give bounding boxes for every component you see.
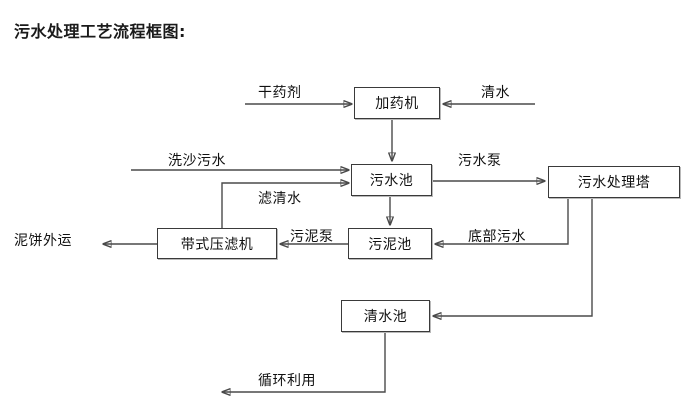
- edge-label-clean-water: 清水: [481, 85, 510, 101]
- node-label: 污水池: [369, 173, 414, 189]
- page-title: 污水处理工艺流程框图:: [14, 22, 186, 41]
- label-mud-cake-outbound: 泥饼外运: [14, 233, 72, 249]
- edge-label-sewage-pump: 污水泵: [458, 153, 502, 169]
- edge-label-dry-reagent: 干药剂: [258, 85, 302, 101]
- node-belt-filter-press[interactable]: 带式压滤机: [157, 228, 277, 259]
- node-label: 污泥池: [368, 236, 412, 253]
- node-label: 加药机: [375, 96, 419, 112]
- edge-tower-to-clearwater: [433, 198, 593, 316]
- node-dosing-machine[interactable]: 加药机: [354, 87, 440, 119]
- edge-label-sand-washing-sewage: 洗沙污水: [168, 153, 226, 169]
- node-sludge-pool[interactable]: 污泥池: [348, 228, 432, 259]
- node-sewage-treatment-tower[interactable]: 污水处理塔: [548, 166, 680, 198]
- node-label: 带式压滤机: [180, 236, 254, 253]
- edge-label-filtrate-clear-water: 滤清水: [258, 191, 302, 207]
- edge-label-sludge-pump: 污泥泵: [290, 229, 334, 245]
- node-sewage-pool[interactable]: 污水池: [351, 164, 432, 196]
- edge-label-recycle-use: 循环利用: [258, 373, 316, 389]
- node-label: 污水处理塔: [577, 175, 651, 191]
- edge-label-bottom-sewage: 底部污水: [468, 229, 526, 245]
- node-clear-water-pool[interactable]: 清水池: [341, 300, 430, 332]
- node-label: 清水池: [363, 309, 408, 325]
